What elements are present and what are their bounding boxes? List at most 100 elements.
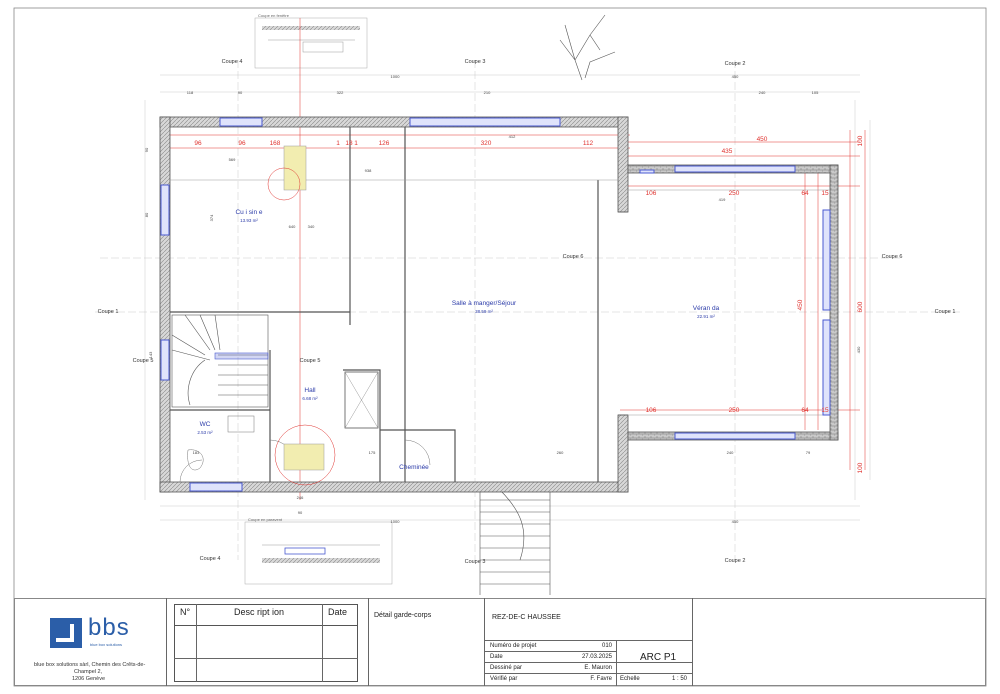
revision-col-description: Desc ript ion (234, 607, 285, 617)
revision-table: N° Desc ript ion Date (174, 604, 358, 682)
room-name-4: Hall (304, 387, 316, 394)
section-marker-12: Coupe 6 (882, 254, 903, 260)
detail-label-window: Coupe en fenêtre (258, 13, 290, 18)
dimension-red-1: 96 (194, 140, 202, 147)
section-marker-5: Coupe 3 (465, 59, 486, 65)
dimension-red-4: 1 (336, 140, 340, 147)
dimension-black-11: 938 (365, 168, 372, 173)
room-name-1: Cu i sin e (235, 209, 262, 216)
logo-mark-icon (56, 624, 74, 642)
sheet-field-value: E. Mauron (584, 665, 612, 671)
dimension-black-6: 210 (484, 90, 491, 95)
section-marker-3: Coupe 2 (725, 61, 746, 67)
detail-window-section (254, 17, 368, 69)
dimension-red-21: 100 (857, 135, 864, 146)
sheet-field-label: Numéro de projet (490, 643, 537, 649)
company-address-line2: Champel 2, (74, 669, 103, 675)
detail-screen-section (244, 521, 393, 585)
dimension-black-13: 640 (289, 224, 296, 229)
sheet-field-value: 010 (601, 643, 612, 649)
section-marker-2: Coupe 1 (935, 309, 956, 315)
dimension-black-15: 419 (719, 197, 726, 202)
room-area-3: 22.91 m² (697, 314, 715, 319)
dimension-black-5: 322 (337, 90, 344, 95)
dimension-black-14: 340 (308, 224, 315, 229)
dimension-black-21: 175 (369, 450, 376, 455)
dimension-red-7: 126 (379, 140, 390, 147)
dimension-red-17: 106 (646, 407, 657, 414)
dimension-black-7: 240 (759, 90, 766, 95)
dimension-red-19: 64 (801, 407, 809, 414)
drawing-number: ARC P1 (640, 652, 677, 663)
dimension-black-22: 260 (557, 450, 564, 455)
room-area-1: 13.93 m² (240, 218, 258, 223)
sheet-field-label: Dessiné par (490, 665, 523, 671)
dimension-red-3: 168 (270, 140, 281, 147)
company-address-line1: blue box solutions sàrl, Chemin des Crêt… (34, 662, 146, 668)
company-logo (50, 618, 82, 648)
dimension-black-26: 90 (144, 147, 149, 152)
dimension-black-4: 90 (238, 90, 243, 95)
dimension-red-12: 106 (646, 190, 657, 197)
dimension-red-15: 15 (821, 190, 829, 197)
dimension-black-10: 569 (229, 157, 236, 162)
dimension-red-18: 250 (729, 407, 740, 414)
room-name-6: Cheminée (399, 464, 429, 471)
sheet-field-row: Numéro de projet 010 (484, 642, 692, 653)
section-marker-7: Coupe 4 (222, 59, 243, 65)
revision-col-no: N° (180, 607, 191, 617)
tree-sketch (559, 14, 616, 81)
chimney (344, 371, 379, 429)
interior-walls (170, 127, 830, 482)
dimension-black-24: 79 (806, 450, 811, 455)
dimension-black-23: 240 (727, 450, 734, 455)
dimension-red-2: 96 (238, 140, 246, 147)
section-marker-8: Coupe 4 (200, 556, 221, 562)
detail-label-screen: Coupe en paravent (248, 517, 283, 522)
interior-staircase (171, 314, 269, 408)
room-area-2: 38.59 m² (475, 309, 493, 314)
dimension-red-5: 18 (345, 140, 353, 147)
detail-title: Détail garde-corps (374, 612, 432, 619)
sheet-field-label: Date (490, 654, 503, 660)
title-block: bbs blue box solutions blue box solution… (14, 598, 986, 686)
dimension-black-18: 1000 (391, 519, 401, 524)
room-area-5: 2.53 m² (197, 430, 213, 435)
company-address-line3: 1206 Genève (72, 676, 106, 682)
section-marker-9: Coupe 5 (300, 358, 321, 364)
section-marker-6: Coupe 3 (465, 559, 486, 565)
dimension-red-11: 435 (722, 148, 733, 155)
revision-col-date: Date (328, 607, 348, 617)
sheet-field-row: Dessiné par E. Mauron (484, 664, 692, 675)
red-reference-lines (160, 40, 866, 500)
veranda-openings (618, 211, 628, 416)
scale-value: 1 : 50 (672, 676, 688, 682)
room-area-4: 6.68 m² (302, 396, 318, 401)
sheet-field-value: 27.03.2025 (581, 654, 612, 660)
dimension-black-3: 118 (187, 90, 194, 95)
logo-text: bbs (88, 614, 130, 641)
dimension-black-25: 143 (148, 351, 153, 358)
room-name-3: Véran da (693, 305, 720, 312)
section-marker-1: Coupe 1 (98, 309, 119, 315)
dimension-red-16: 450 (797, 299, 804, 310)
dimension-black-2: 450 (732, 74, 739, 79)
dimension-black-8: 105 (812, 90, 819, 95)
dimension-black-16: 246 (297, 495, 304, 500)
dimension-red-6: 1 (354, 140, 358, 147)
dimension-black-9: 412 (509, 134, 516, 139)
dimension-red-9: 112 (583, 140, 594, 147)
logo-subtext: blue box solutions (90, 642, 123, 647)
sheet-title: REZ-DE-C HAUSSEE (492, 614, 561, 621)
dimension-red-14: 64 (801, 190, 809, 197)
dimension-red-13: 250 (729, 190, 740, 197)
dimension-black-27: 80 (144, 212, 149, 217)
section-marker-11: Coupe 6 (563, 254, 584, 260)
equipment-markers (267, 145, 336, 486)
